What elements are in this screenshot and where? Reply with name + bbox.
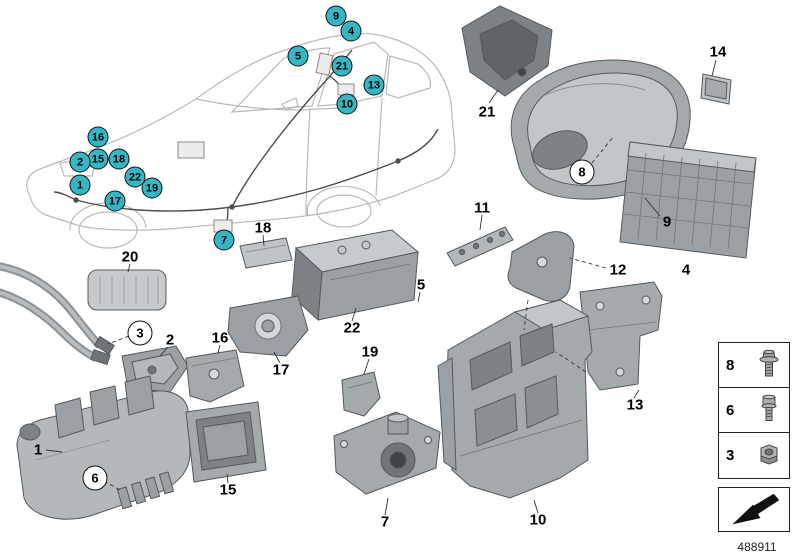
diagram-id: 488911: [737, 540, 777, 554]
part-label-21: 21: [478, 103, 496, 121]
part-label-2: 2: [165, 331, 175, 349]
car-callout-4: 4: [340, 20, 362, 42]
car-callout-13: 13: [363, 74, 385, 96]
part-label-1: 1: [33, 441, 43, 459]
part-label-11: 11: [474, 199, 490, 217]
part-label-4: 4: [681, 261, 691, 279]
legend-item-label: 6: [726, 401, 735, 419]
car-callout-19: 19: [141, 177, 163, 199]
car-callout-16: 16: [87, 126, 109, 148]
direction-arrow-box: [718, 487, 790, 532]
part-label-18: 18: [254, 219, 272, 237]
part-label-16: 16: [211, 329, 229, 347]
car-callout-10: 10: [336, 93, 358, 115]
legend-item-3: 3: [719, 433, 789, 478]
part-illustration-10: [437, 299, 593, 499]
part-label-17: 17: [272, 361, 290, 379]
legend-item-8: 8: [719, 343, 789, 388]
part-illustration-20: [87, 269, 167, 311]
pan-head-screw-icon: [761, 394, 777, 421]
part-illustration-22: [291, 229, 420, 322]
car-outline: [26, 33, 456, 249]
part-label-9: 9: [662, 213, 672, 231]
part-label-5: 5: [416, 276, 426, 294]
car-callout-7: 7: [213, 229, 235, 251]
part-illustration-14: [700, 73, 732, 105]
part-illustration-21: [461, 5, 553, 97]
fastener-callout-8: 8: [569, 159, 595, 185]
legend-item-6: 6: [719, 388, 789, 433]
part-illustration-16: [185, 349, 245, 403]
part-illustration-11: [446, 226, 514, 267]
part-label-22: 22: [343, 319, 361, 337]
part-illustration-19: [341, 371, 381, 417]
car-callout-15: 15: [87, 148, 109, 170]
car-callout-17: 17: [104, 190, 126, 212]
legend-item-label: 8: [726, 356, 735, 374]
part-illustration-15: [185, 401, 267, 483]
hex-nut-icon: [760, 443, 778, 465]
car-callout-18: 18: [108, 148, 130, 170]
part-illustration-12: [507, 231, 575, 302]
in-car-modules: [177, 52, 355, 233]
leader-lines: [45, 59, 717, 516]
part-label-10: 10: [529, 511, 547, 529]
part-illustration-17: [227, 295, 309, 357]
part-illustration-7: [333, 411, 441, 495]
fastener-legend: 8 6 3: [718, 342, 790, 479]
part-label-13: 13: [626, 396, 644, 414]
part-illustration-18: [239, 237, 293, 269]
front-direction-arrow-icon: [732, 493, 780, 524]
car-callout-5: 5: [287, 45, 309, 67]
legend-item-label: 3: [726, 447, 735, 464]
car-callout-21: 21: [331, 55, 353, 77]
car-callout-2: 2: [69, 151, 91, 173]
part-illustration-1: [16, 375, 191, 520]
car-callout-1: 1: [69, 174, 91, 196]
part-label-15: 15: [219, 481, 237, 499]
part-label-14: 14: [709, 43, 727, 61]
flange-bolt-icon: [759, 349, 779, 377]
fastener-callout-6: 6: [82, 465, 108, 491]
part-label-20: 20: [121, 248, 139, 266]
part-label-7: 7: [380, 513, 390, 531]
part-illustration-4: [619, 141, 757, 259]
car-callout-9: 9: [325, 5, 347, 27]
car-callout-22: 22: [124, 166, 146, 188]
part-label-19: 19: [361, 343, 379, 361]
part-label-12: 12: [609, 261, 627, 279]
part-illustration-13: [579, 281, 663, 391]
part-illustration-cable-3: [0, 262, 115, 366]
fastener-callout-3: 3: [127, 320, 153, 346]
